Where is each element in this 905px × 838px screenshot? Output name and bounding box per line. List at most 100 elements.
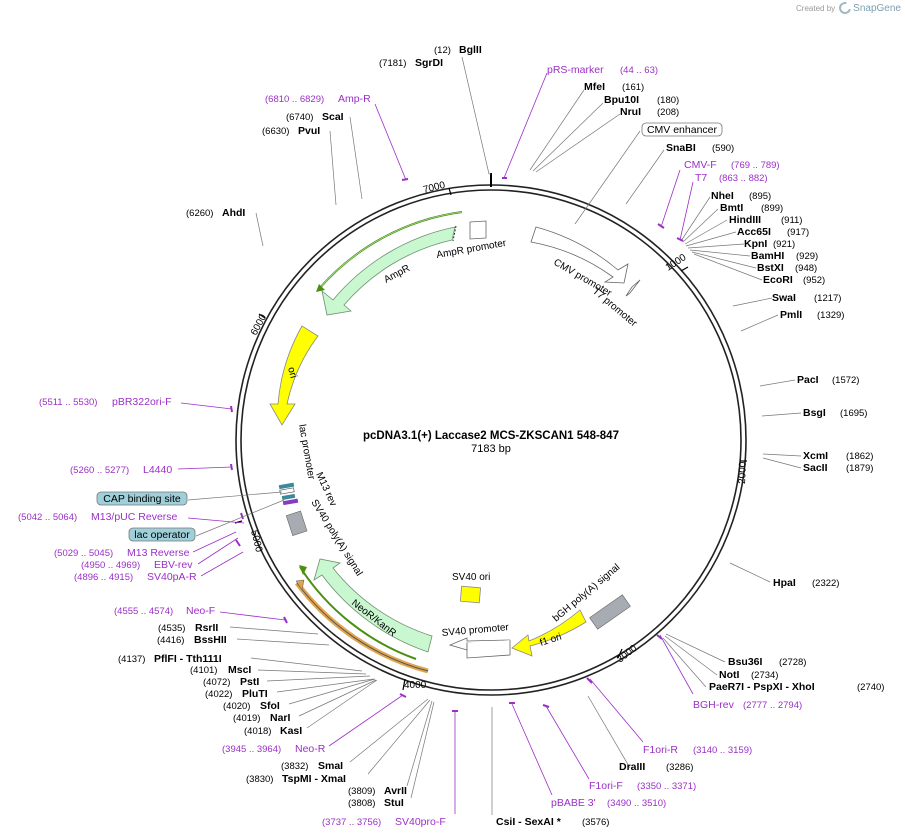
enzyme-name: SfoI — [260, 700, 280, 712]
enzyme-pos: (917) — [787, 227, 809, 238]
enzyme-pos: (2740) — [857, 682, 884, 693]
neor-orf-arc — [299, 566, 417, 660]
enzyme-name: SacII — [803, 462, 828, 474]
enzyme-name: BstXI — [757, 262, 784, 274]
enzyme-pos: (1695) — [840, 408, 867, 419]
tick-6000: 6000 — [249, 312, 269, 337]
enzyme-pos: (6260) — [186, 208, 213, 219]
lac-operator-label: lac operator — [134, 529, 190, 541]
enzyme-pos: (3808) — [348, 798, 375, 809]
primer-name: pBABE 3' — [551, 797, 596, 809]
enzyme-pos: (4137) — [118, 654, 145, 665]
f1-ori-label: f1 ori — [539, 632, 564, 649]
primer-pos: (5511 .. 5530) — [39, 397, 97, 408]
enzyme-pos: (180) — [657, 95, 679, 106]
enzyme-name: ScaI — [322, 111, 344, 123]
enzyme-name: PluTI — [242, 688, 268, 700]
enzyme-pos: (929) — [796, 251, 818, 262]
ori-feature — [269, 325, 319, 426]
primer-name: EBV-rev — [154, 559, 193, 571]
enzyme-pos: (6740) — [286, 112, 313, 123]
enzyme-name: PvuI — [298, 125, 320, 137]
enzyme-name: PmlI — [780, 309, 802, 321]
enzyme-pos: (911) — [781, 215, 802, 226]
primer-pos: (3350 .. 3371) — [637, 781, 696, 792]
enzyme-pos: (4020) — [223, 701, 250, 712]
enzyme-name: DraIII — [619, 761, 645, 773]
enzyme-pos: (948) — [795, 263, 817, 274]
t7-promoter-label: T7 promoter — [590, 286, 639, 330]
enzyme-name: PacI — [797, 374, 819, 386]
enzyme-pos: (921) — [773, 239, 795, 250]
bgh-polya-feature — [589, 594, 631, 630]
enzyme-name: EcoRI — [763, 274, 793, 286]
tick-4000: 4000 — [404, 680, 427, 691]
sv40-promoter-label: SV40 promoter — [441, 622, 510, 639]
boxed-leader-lines — [187, 491, 285, 537]
f1-ori-feature — [511, 609, 587, 657]
primer-pos: (3737 .. 3756) — [322, 817, 381, 828]
primer-name: Amp-R — [338, 93, 371, 105]
enzyme-name: BsgI — [803, 407, 826, 419]
primer-name: L4440 — [143, 464, 172, 476]
primer-pos: (4950 .. 4969) — [81, 560, 140, 571]
ampr-feature — [321, 226, 456, 316]
primer-name: M13 Reverse — [127, 547, 190, 559]
enzyme-name: StuI — [384, 797, 404, 809]
enzyme-name: SwaI — [772, 292, 796, 304]
primer-name: Neo-R — [295, 743, 326, 755]
enzyme-pos: (899) — [761, 203, 783, 214]
tick-marks — [234, 173, 747, 691]
enzyme-pos: (161) — [622, 82, 644, 93]
primer-pos: (6810 .. 6829) — [265, 94, 324, 105]
primer-lines — [177, 72, 694, 814]
enzyme-pos: (12) — [434, 45, 451, 56]
ori-label: ori — [285, 366, 299, 380]
enzyme-name: MfeI — [584, 81, 605, 93]
primer-name: pRS-marker — [547, 64, 604, 76]
enzyme-name: HpaI — [773, 577, 796, 589]
primer-pos: (2777 .. 2794) — [743, 700, 802, 711]
enzyme-name: RsrII — [195, 622, 218, 634]
primer-name: SV40pro-F — [395, 816, 446, 828]
enzyme-name: SnaBI — [666, 142, 696, 154]
neor-feature — [313, 558, 433, 653]
primer-pos: (44 .. 63) — [620, 65, 658, 76]
enzyme-name: Bsu36I — [728, 656, 763, 668]
cap-site-mark — [278, 482, 295, 490]
enzyme-pos: (208) — [657, 107, 679, 118]
enzyme-pos: (3830) — [246, 774, 273, 785]
snapgene-brand: Created by SnapGene — [796, 0, 901, 17]
enzyme-pos: (2728) — [779, 657, 806, 668]
primer-name: F1ori-R — [643, 744, 678, 756]
enzyme-name: NotI — [719, 669, 739, 681]
cap-binding-site-label: CAP binding site — [103, 493, 181, 505]
enzyme-name: KpnI — [744, 238, 767, 250]
primer-pos: (5029 .. 5045) — [54, 548, 113, 559]
primer-pos: (3140 .. 3159) — [693, 745, 752, 756]
enzyme-name: AvrII — [384, 785, 407, 797]
enzyme-name: Bpu10I — [604, 94, 639, 106]
sv40-ori-feature — [459, 585, 482, 604]
tick-3000: 3000 — [615, 643, 640, 666]
enzyme-pos: (3809) — [348, 786, 375, 797]
m13-rev-mark — [282, 498, 299, 506]
primer-labels: pRS-marker (44 .. 63) CMV-F (769 .. 789)… — [18, 64, 802, 828]
primer-name: F1ori-F — [589, 780, 623, 792]
leader-lines — [229, 56, 802, 815]
enzyme-pos: (6630) — [262, 126, 289, 137]
cap-binding-site-box — [96, 491, 188, 506]
enzyme-pos: (4101) — [190, 665, 217, 676]
enzyme-name: BmtI — [720, 202, 743, 214]
enzyme-labels: (12) BglII (7181) SgrDI MfeI (161) Bpu10… — [118, 44, 884, 828]
enzyme-name: BssHII — [194, 634, 227, 646]
enzyme-name: PflFI - Tth111I — [154, 653, 222, 665]
sv40-polya-feature — [285, 510, 308, 537]
enzyme-name: MscI — [228, 664, 251, 676]
plasmid-title: pcDNA3.1(+) Laccase2 MCS-ZKSCAN1 548-847 — [363, 430, 619, 442]
tick-5000: 5000 — [248, 529, 264, 554]
enzyme-name: KasI — [280, 725, 302, 737]
enzyme-name: SmaI — [318, 760, 343, 772]
enzyme-pos: (2734) — [751, 670, 778, 681]
